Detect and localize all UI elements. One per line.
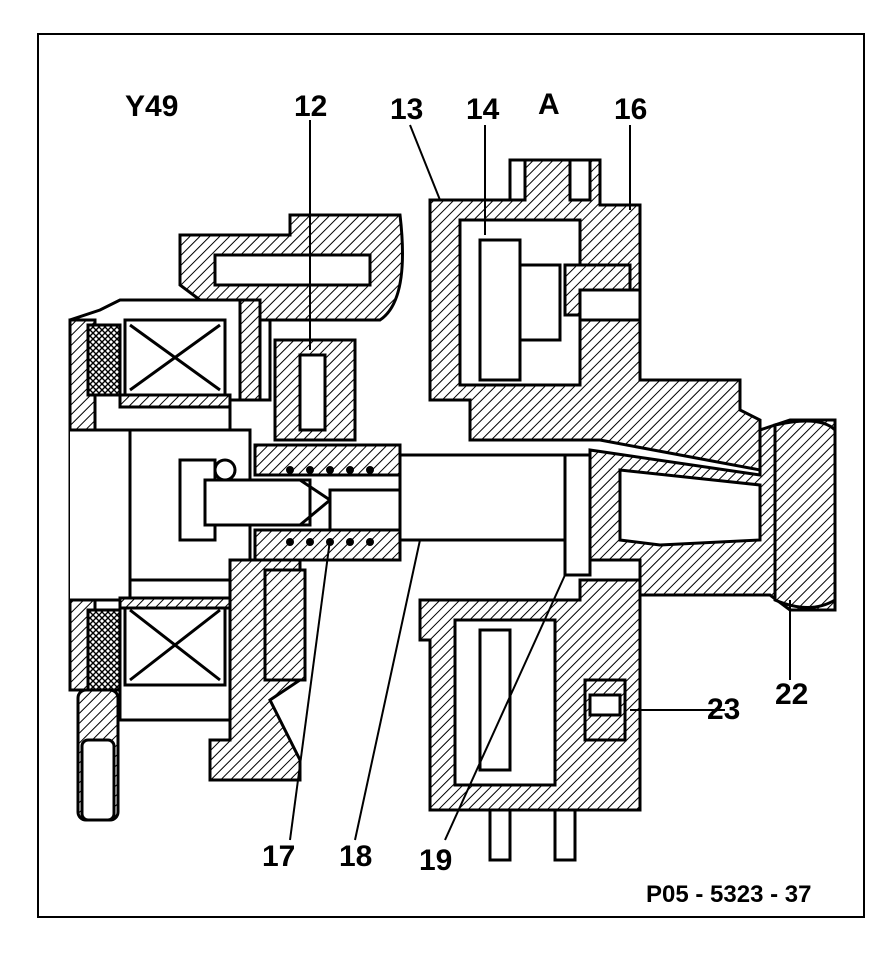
solenoid-coil-top <box>86 318 232 409</box>
plunger <box>203 478 312 527</box>
label-17: 17 <box>262 840 296 873</box>
figure-frame <box>37 33 865 918</box>
label-19: 19 <box>419 844 453 877</box>
label-13: 13 <box>390 93 424 126</box>
label-12: 12 <box>294 90 328 123</box>
left-endcap <box>70 428 132 602</box>
document-code: P05 - 5323 - 37 <box>646 881 812 908</box>
label-18: 18 <box>339 840 373 873</box>
label-16: 16 <box>614 93 648 126</box>
leader-lines <box>289 120 791 841</box>
label-14: 14 <box>466 93 500 126</box>
label-22: 22 <box>775 678 809 711</box>
spring-coils <box>286 466 374 546</box>
solenoid-coil-bottom <box>86 596 232 692</box>
label-a: A <box>538 88 560 121</box>
label-y49: Y49 <box>125 90 179 123</box>
label-23: 23 <box>707 693 741 726</box>
